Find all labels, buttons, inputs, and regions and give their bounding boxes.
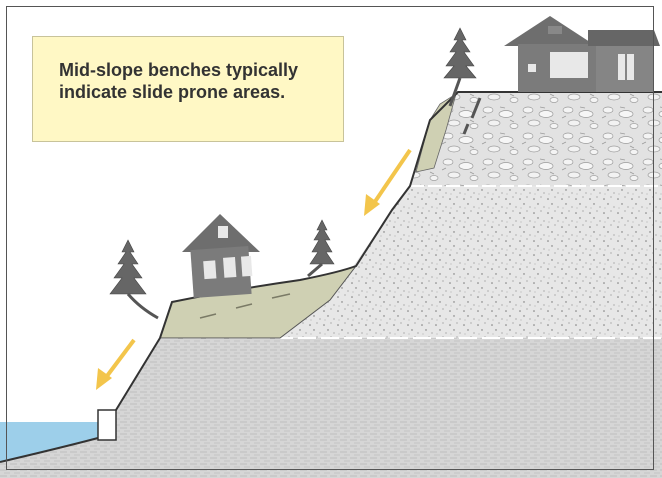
- lower-rock-layer: [0, 338, 662, 478]
- tree-icon: [109, 239, 159, 320]
- arrow-icon: [364, 148, 412, 216]
- callout-line-2: indicate slide prone areas.: [59, 82, 286, 102]
- house-icon: [504, 16, 660, 92]
- house-icon: [182, 214, 260, 298]
- diagram-frame: [6, 6, 654, 470]
- arrow-icon: [96, 338, 136, 390]
- middle-sediment-layer: [280, 186, 662, 338]
- tree-icon: [443, 27, 477, 107]
- callout-line-1: Mid-slope benches typically: [59, 60, 299, 80]
- callout-box: Mid-slope benches typically indicate sli…: [32, 36, 344, 142]
- piling-icon: [97, 409, 117, 441]
- water: [0, 422, 98, 462]
- tree-icon: [307, 219, 335, 278]
- upper-soil-wedge: [415, 93, 457, 173]
